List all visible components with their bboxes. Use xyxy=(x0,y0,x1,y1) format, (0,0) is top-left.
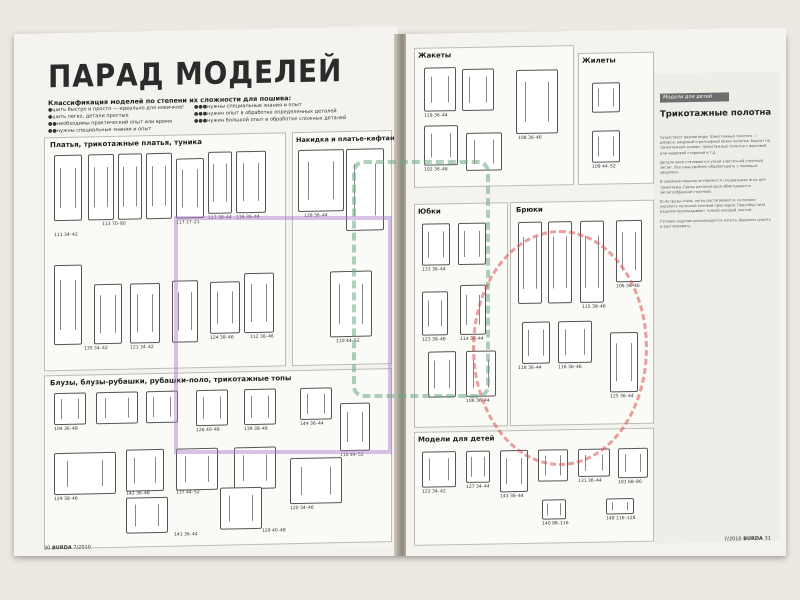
model-number-label: 137 44–52 xyxy=(176,490,200,496)
watermark-red-stamp xyxy=(472,230,648,466)
kids-drawing xyxy=(618,447,648,479)
blouse-drawing xyxy=(54,392,86,426)
classification-item: ●●нужны специальные знания и опыт xyxy=(48,126,152,135)
model-number-label: 101 68–80 xyxy=(618,479,642,486)
jacket-drawing xyxy=(424,67,456,112)
model-number-label: 135 34–42 xyxy=(84,346,108,352)
blouse-drawing xyxy=(96,391,138,425)
model-number-label: 142 36–48 xyxy=(126,491,150,497)
vest-drawing xyxy=(592,82,620,113)
model-number-label: 148 116–128 xyxy=(606,515,636,522)
model-number-label: 143 36–44 xyxy=(500,493,524,500)
sidebar-tag: Модели для детей xyxy=(660,92,729,103)
dress-drawing xyxy=(88,153,114,221)
model-number-label: 129 40–48 xyxy=(262,528,286,534)
dress-drawing xyxy=(236,150,266,214)
cape-drawing xyxy=(298,149,344,213)
jacket-drawing xyxy=(462,68,494,112)
model-number-label: 120 34–46 xyxy=(290,505,314,512)
sidebar-paragraph: Существует разное виды трикотажных полот… xyxy=(660,133,770,156)
page-number: 30 xyxy=(44,545,51,552)
model-number-label: 141 36–44 xyxy=(174,532,198,538)
blouse-drawing xyxy=(54,451,116,496)
sidebar-paragraph: Готовое изделие рекомендуется носить, бе… xyxy=(660,217,771,229)
kids-heading: Модели для детей xyxy=(418,434,495,444)
model-number-label: 109 44–52 xyxy=(592,164,616,170)
issue-number: 7/2010 xyxy=(724,536,742,543)
page-number: 31 xyxy=(764,535,771,542)
dress-drawing xyxy=(130,282,160,344)
vests-section xyxy=(578,51,654,185)
brand-name: BURDA xyxy=(743,535,763,543)
watermark-purple-frame xyxy=(174,216,392,454)
model-number-label: 122 34–42 xyxy=(422,489,446,495)
right-footer: 7/2010 BURDA 31 xyxy=(724,536,771,543)
kids-drawing xyxy=(466,450,490,483)
left-footer: 30 BURDA 7/2010 xyxy=(44,544,91,551)
kids-drawing xyxy=(500,449,528,493)
blouse-drawing xyxy=(220,486,262,530)
vest-drawing xyxy=(592,130,620,163)
top-drawing xyxy=(290,457,342,505)
blouse-drawing xyxy=(176,447,218,491)
dress-drawing xyxy=(208,151,232,214)
kids-drawing xyxy=(606,498,634,515)
model-number-label: 121 34–42 xyxy=(130,345,154,351)
coat-drawing xyxy=(516,69,558,135)
dress-drawing xyxy=(54,154,82,222)
classification-col-2: ●●●нужны специальные знания и опыт ●●●ну… xyxy=(194,101,346,125)
brand-name: BURDA xyxy=(51,544,72,552)
magazine-spread: ПАРАД МОДЕЛЕЙ Классификация моделей по с… xyxy=(14,25,786,557)
vests-heading: Жилеты xyxy=(582,56,616,65)
page-title: ПАРАД МОДЕЛЕЙ xyxy=(48,53,343,96)
dress-drawing xyxy=(54,264,82,346)
model-number-label: 131 36–44 xyxy=(578,478,602,484)
sidebar-paragraph: Если срезы очень легко растягиваются, их… xyxy=(660,197,766,215)
classification-col-1: ●шить быстро и просто — идеально для нов… xyxy=(48,104,184,135)
kids-hat-drawing xyxy=(542,499,566,520)
watermark-green-letter xyxy=(352,160,490,398)
model-number-label: 127 34–44 xyxy=(466,484,490,490)
trousers-heading: Брюки xyxy=(516,205,543,215)
sidebar-paragraph: В швейную машину вставляется специальная… xyxy=(660,178,766,195)
sidebar-paragraph: Детали кроя стачиваются узкой эластичной… xyxy=(660,158,763,175)
sidebar-title: Трикотажные полотна xyxy=(660,107,772,120)
model-number-label: 140 98–116 xyxy=(542,521,569,527)
issue-number: 7/2010 xyxy=(73,544,91,551)
model-number-label: 108 36–46 xyxy=(518,135,542,142)
dress-drawing xyxy=(94,283,122,345)
dress-drawing xyxy=(146,152,172,220)
sidebar-text: Существует разное виды трикотажных полот… xyxy=(660,134,772,234)
model-number-label: 113 70–80 xyxy=(102,221,126,228)
jackets-heading: Жакеты xyxy=(418,51,452,60)
model-number-label: 119 36–44 xyxy=(424,113,448,119)
dress-drawing xyxy=(118,153,142,220)
model-number-label: 129 38–46 xyxy=(54,496,78,503)
model-number-label: 104 36–48 xyxy=(54,426,78,433)
kids-drawing xyxy=(422,451,456,488)
blouse-drawing xyxy=(126,448,164,492)
blouse-drawing xyxy=(126,496,168,534)
dress-drawing xyxy=(176,158,204,219)
model-number-label: 111 34–42 xyxy=(54,232,78,239)
